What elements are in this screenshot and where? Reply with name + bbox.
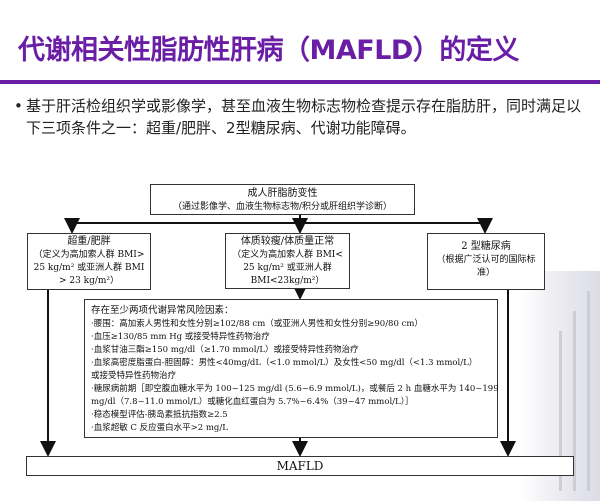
risk-item: ·血浆甘油三酯≥150 mg/dl（≥1.70 mmol/L）或接受特异性药物治…: [91, 345, 359, 355]
box-lean-normal-weight: 体质较瘦/体质量正常 （定义为高加索人群 BMI< 25 kg/m² 或亚洲人群…: [225, 233, 350, 289]
risk-item: ·腰围：高加索人男性和女性分别≥102/88 cm（或亚洲人男性和女性分别≥90…: [91, 319, 423, 329]
box-metabolic-risk-factors: 存在至少两项代谢异常风险因素： ·腰围：高加索人男性和女性分别≥102/88 c…: [84, 299, 499, 438]
title-divider: [0, 80, 600, 84]
box-lean-line3: 25 kg/m² 或亚洲人群: [243, 263, 332, 273]
box-type2-diabetes: 2 型糖尿病 （根据广泛认可的国际标 准）: [427, 233, 545, 290]
box-lean-line2: （定义为高加索人群 BMI<: [232, 250, 343, 260]
box-lean-title: 体质较瘦/体质量正常: [240, 236, 335, 247]
mafld-label: MAFLD: [276, 459, 324, 473]
box-adult-steatosis: 成人肝脂肪变性 （通过影像学、血液生物标志物/积分或肝组织学诊断）: [150, 184, 415, 215]
risk-item: ·血浆超敏 C 反应蛋白水平>2 mg/L: [91, 423, 228, 433]
box-overweight-line4: > 23 kg/m²）: [58, 276, 120, 286]
risk-item: 或接受特异性药物治疗: [91, 371, 177, 381]
bullet-paragraph: • 基于肝活检组织学或影像学，甚至血液生物标志物检查提示存在脂肪肝，同时满足以下…: [14, 95, 594, 139]
box-diabetes-title: 2 型糖尿病: [461, 241, 511, 252]
box-mafld: MAFLD: [26, 456, 574, 476]
slide-title: 代谢相关性脂肪性肝病（MAFLD）的定义: [18, 35, 519, 66]
box-lean-line4: BMI<23kg/m²）: [250, 276, 325, 286]
bullet-text: 基于肝活检组织学或影像学，甚至血液生物标志物检查提示存在脂肪肝，同时满足以下三项…: [26, 97, 582, 137]
risk-item: ·稳态模型评估-胰岛素抵抗指数≥2.5: [91, 410, 228, 420]
box-diabetes-line3: 准）: [476, 268, 495, 278]
box-diabetes-line2: （根据广泛认可的国际标: [436, 255, 536, 265]
bullet-marker: •: [14, 97, 23, 115]
box-overweight-line2: （定义为高加索人群 BMI>: [33, 250, 145, 260]
box-adult-steatosis-title: 成人肝脂肪变性: [247, 188, 318, 199]
risk-item: ·糖尿病前期［即空腹血糖水平为 100~125 mg/dl (5.6~6.9 m…: [91, 384, 499, 394]
risk-header: 存在至少两项代谢异常风险因素：: [91, 305, 234, 316]
box-adult-steatosis-subtitle: （通过影像学、血液生物标志物/积分或肝组织学诊断）: [172, 202, 393, 212]
box-overweight-obesity: 超重/肥胖 （定义为高加索人群 BMI> 25 kg/m² 或亚洲人群 BMI …: [27, 233, 151, 290]
box-overweight-title: 超重/肥胖: [67, 236, 111, 247]
risk-item: ·血压≥130/85 mm Hg 或接受特异性药物治疗: [91, 332, 270, 342]
box-overweight-line3: 25 kg/m² 或亚洲人群 BMI: [33, 263, 145, 273]
risk-item: mg/dl（7.8~11.0 mmol/L）或糖化血红蛋白为 5.7%~6.4%…: [91, 397, 414, 407]
risk-item: ·血浆高密度脂蛋白-胆固醇：男性<40mg/dL（<1.0 mmol/L）及女性…: [91, 358, 478, 368]
risk-item-list: ·腰围：高加索人男性和女性分别≥102/88 cm（或亚洲人男性和女性分别≥90…: [91, 318, 499, 435]
